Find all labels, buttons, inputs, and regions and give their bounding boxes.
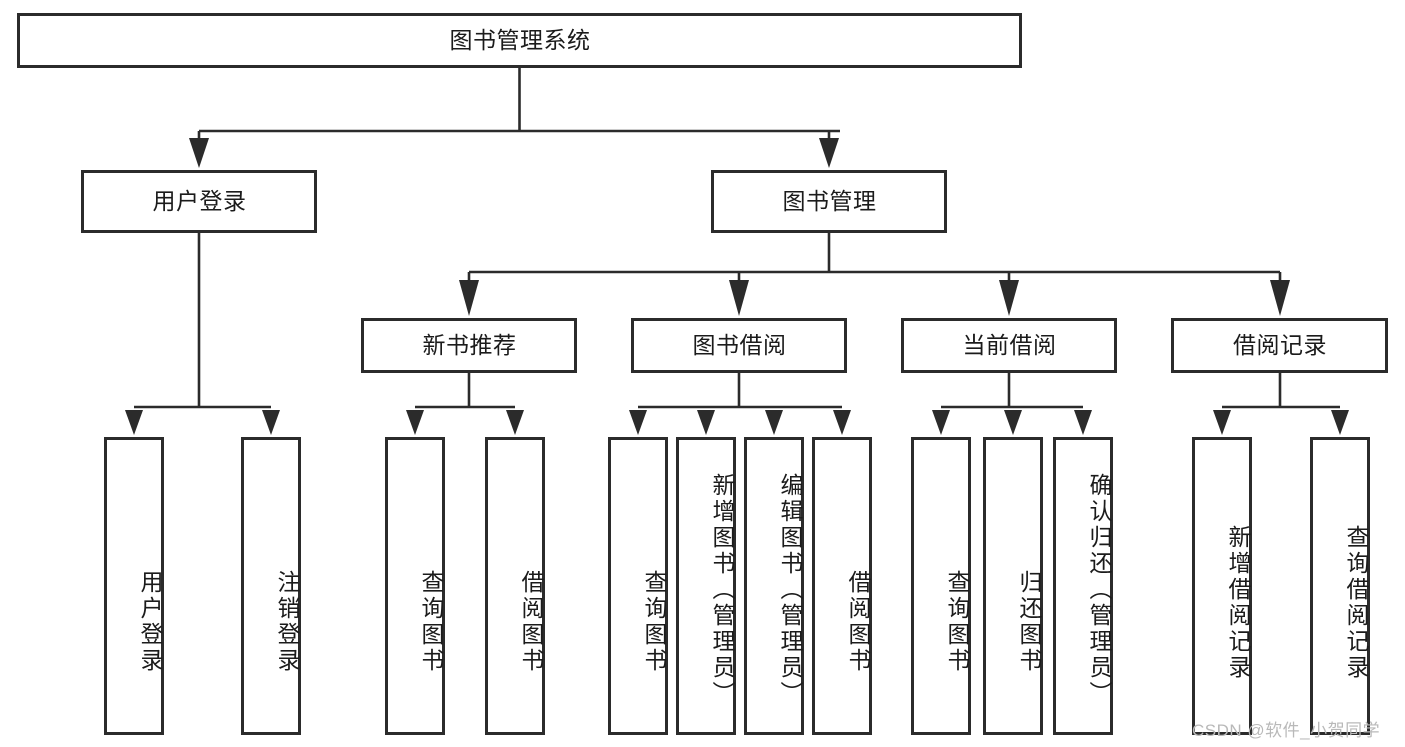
arrow-head-current-borrow <box>999 280 1019 316</box>
edge-group-user-login <box>125 233 280 435</box>
node-box-root[interactable] <box>17 13 1022 68</box>
node-box-borrow-record[interactable] <box>1171 318 1388 373</box>
arrow-head-leaf-user-logout <box>262 410 280 435</box>
node-box-leaf-user-login[interactable] <box>104 437 164 735</box>
node-box-leaf-borrow-book[interactable] <box>812 437 872 735</box>
arrow-head-book-management <box>819 138 839 168</box>
node-box-user-login[interactable] <box>81 170 317 233</box>
node-box-current-borrow[interactable] <box>901 318 1117 373</box>
arrow-head-leaf-user-login <box>125 410 143 435</box>
arrow-head-leaf-borrow-book <box>833 410 851 435</box>
arrow-head-leaf-query-book-borrow <box>629 410 647 435</box>
arrow-head-borrow-record <box>1270 280 1290 316</box>
node-box-leaf-query-book-current[interactable] <box>911 437 971 735</box>
arrow-head-leaf-add-book-admin <box>697 410 715 435</box>
edge-group-root <box>189 68 840 168</box>
edge-group-book-borrow <box>629 373 851 435</box>
node-box-leaf-query-book-rec[interactable] <box>385 437 445 735</box>
arrow-head-leaf-query-book-current <box>932 410 950 435</box>
node-box-leaf-confirm-return-admin[interactable] <box>1053 437 1113 735</box>
arrow-head-leaf-edit-book-admin <box>765 410 783 435</box>
arrow-head-leaf-add-borrow-record <box>1213 410 1231 435</box>
arrow-head-leaf-query-borrow-record <box>1331 410 1349 435</box>
edge-group-current-borrow <box>932 373 1092 435</box>
arrow-head-new-book-recommend <box>459 280 479 316</box>
arrow-head-book-borrow <box>729 280 749 316</box>
arrow-head-leaf-return-book <box>1004 410 1022 435</box>
node-box-leaf-query-book-borrow[interactable] <box>608 437 668 735</box>
node-box-book-management[interactable] <box>711 170 947 233</box>
arrow-head-leaf-query-book-rec <box>406 410 424 435</box>
node-box-book-borrow[interactable] <box>631 318 847 373</box>
node-box-leaf-query-borrow-record[interactable] <box>1310 437 1370 735</box>
arrow-head-leaf-borrow-book-rec <box>506 410 524 435</box>
node-box-leaf-borrow-book-rec[interactable] <box>485 437 545 735</box>
edge-group-borrow-record <box>1213 373 1349 435</box>
node-box-new-book-recommend[interactable] <box>361 318 577 373</box>
node-box-leaf-user-logout[interactable] <box>241 437 301 735</box>
node-box-leaf-edit-book-admin[interactable] <box>744 437 804 735</box>
arrow-head-user-login <box>189 138 209 168</box>
edge-group-new-book-recommend <box>406 373 524 435</box>
node-box-leaf-add-book-admin[interactable] <box>676 437 736 735</box>
node-box-leaf-return-book[interactable] <box>983 437 1043 735</box>
edge-group-book-management <box>459 233 1290 316</box>
node-box-leaf-add-borrow-record[interactable] <box>1192 437 1252 735</box>
arrow-head-leaf-confirm-return-admin <box>1074 410 1092 435</box>
